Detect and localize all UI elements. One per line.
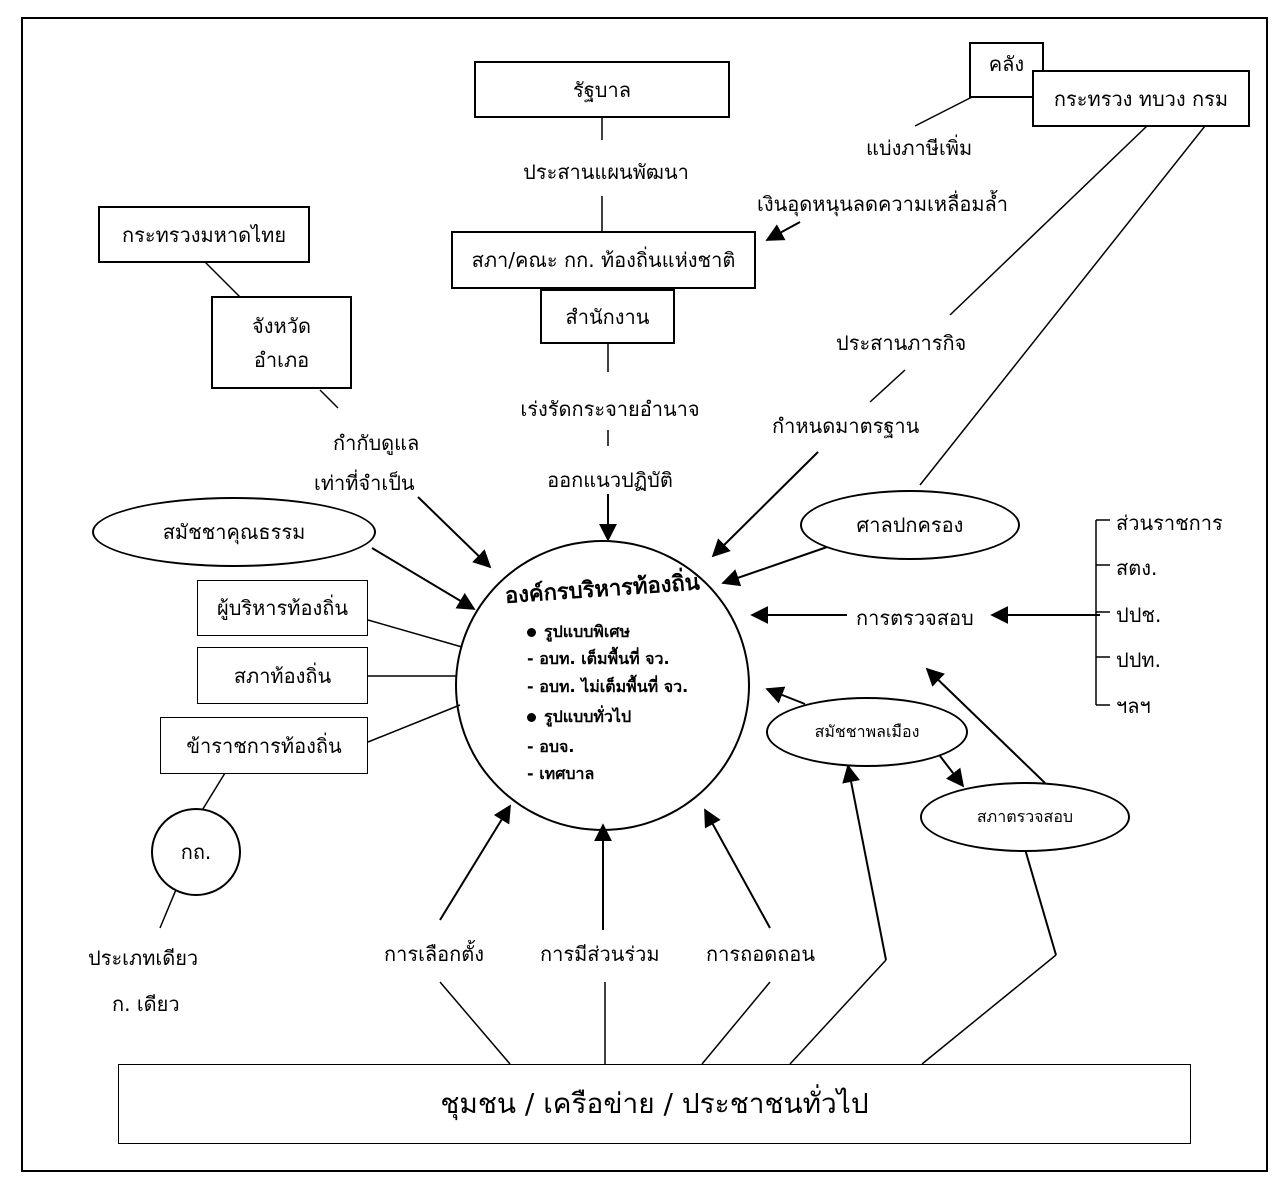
community-audit-line	[921, 954, 1057, 1065]
supervise-label: กำกับดูแล	[333, 431, 420, 455]
moral-assembly-label: สมัชชาคุณธรรม	[162, 520, 306, 544]
civic-assembly-label: สมัชชาพลเมือง	[814, 721, 920, 741]
community-civic-line	[789, 959, 887, 1065]
interior-ministry-box: กระทรวงมหาดไทย	[98, 206, 310, 263]
community-election-line	[439, 981, 511, 1065]
link-officials	[367, 704, 461, 743]
officials-label: ข้าราชการท้องถิ่น	[186, 733, 342, 758]
province-label: จังหวัด	[252, 313, 311, 338]
moral-assembly-oval: สมัชชาคุณธรรม	[92, 497, 376, 567]
audit-agency-item: ส่วนราชการ	[1116, 511, 1223, 535]
single-type-label: ประเภทเดียว	[88, 946, 199, 970]
recall-label: การถอดถอน	[706, 942, 815, 966]
government-label: รัฐบาล	[573, 77, 631, 102]
executive-box: ผู้บริหารท้องถิ่น	[197, 580, 368, 636]
arrow-recall	[704, 808, 771, 929]
ministries-box: กระทรวง ทบวง กรม	[1032, 70, 1250, 127]
national-council-label: สภา/คณะ กก. ท้องถิ่นแห่งชาติ	[471, 248, 736, 272]
arrow-civic-center	[765, 686, 806, 705]
audit-council-oval: สภาตรวจสอบ	[920, 782, 1130, 852]
special-form-heading: รูปแบบพิเศษ	[527, 620, 630, 645]
arrow-supervise	[417, 496, 492, 569]
arrow-moral	[371, 547, 476, 610]
link-executive	[367, 619, 463, 648]
community-box: ชุมชน / เครือข่าย / ประชาชนทั่วไป	[118, 1064, 1191, 1144]
arrow-civic-audit	[939, 755, 965, 788]
office-box: สำนักงาน	[540, 289, 675, 344]
commission-circle: กถ.	[151, 808, 241, 896]
general-form-label: รูปแบบทั่วไป	[544, 707, 632, 726]
treasury-box: คลัง	[969, 42, 1044, 98]
office-label: สำนักงาน	[565, 304, 650, 329]
share-tax-label: แบ่งภาษีเพิ่ม	[866, 136, 973, 160]
audit-council-label: สภาตรวจสอบ	[976, 806, 1074, 826]
bullet-icon	[527, 713, 536, 722]
interior-ministry-label: กระทรวงมหาดไทย	[121, 222, 287, 247]
participation-label: การมีส่วนร่วม	[540, 942, 660, 966]
coordinate-mission-label: ประสานภารกิจ	[836, 331, 967, 355]
officials-box: ข้าราชการท้องถิ่น	[160, 717, 368, 774]
special-form-item: - อบท. เต็มพื้นที่ จว.	[527, 649, 670, 668]
general-form-item: - เทศบาล	[527, 764, 595, 783]
audit-agency-item: ฯลฯ	[1116, 694, 1151, 718]
arrow-standard	[711, 451, 819, 558]
inspection-label: การตรวจสอบ	[856, 606, 974, 630]
local-council-box: สภาท้องถิ่น	[197, 647, 368, 704]
community-recall-line	[701, 981, 771, 1065]
ministry-line-2	[869, 369, 906, 403]
audit-agency-item: สตง.	[1116, 556, 1158, 580]
local-council-label: สภาท้องถิ่น	[233, 663, 332, 688]
audit-agency-item: ปปช.	[1116, 603, 1162, 627]
bullet-icon	[527, 628, 536, 637]
civic-assembly-oval: สมัชชาพลเมือง	[766, 697, 968, 767]
accelerate-label: เร่งรัดกระจายอำนาจ	[520, 397, 700, 421]
arrow-community-audit	[1015, 830, 1057, 956]
ministry-court-line	[919, 125, 1206, 486]
standard-label: กำหนดมาตรฐาน	[772, 414, 920, 438]
local-admin-circle	[455, 540, 750, 831]
general-form-item: - อบจ.	[527, 737, 575, 756]
province-box: จังหวัด อำเภอ	[211, 296, 352, 389]
single-commission-label: ก. เดียว	[112, 992, 180, 1016]
province-link	[319, 389, 339, 409]
ministries-label: กระทรวง ทบวง กรม	[1053, 86, 1229, 111]
arrow-election	[439, 804, 511, 921]
special-form-label: รูปแบบพิเศษ	[544, 622, 631, 641]
as-necessary-label: เท่าที่จำเป็น	[314, 471, 415, 495]
treasury-link-1	[914, 96, 973, 127]
arrow-community-civic	[842, 764, 887, 961]
commission-label: กถ.	[180, 840, 212, 864]
arrow-audit-inspection	[925, 667, 1046, 784]
arrow-subsidy	[765, 221, 801, 241]
interior-province-link	[204, 261, 241, 298]
ministry-line-1	[949, 125, 1148, 316]
general-form-heading: รูปแบบทั่วไป	[527, 705, 631, 730]
audit-agency-item: ปปท.	[1116, 648, 1161, 672]
outer-frame	[21, 17, 1268, 1172]
community-label: ชุมชน / เครือข่าย / ประชาชนทั่วไป	[440, 1087, 869, 1121]
executive-label: ผู้บริหารท้องถิ่น	[216, 596, 349, 620]
election-label: การเลือกตั้ง	[384, 942, 485, 966]
arrow-court	[721, 545, 831, 587]
implement-label: ออกแนวปฏิบัติ	[547, 468, 673, 492]
national-council-box: สภา/คณะ กก. ท้องถิ่นแห่งชาติ	[451, 231, 756, 289]
treasury-label: คลัง	[988, 52, 1025, 76]
admin-court-label: ศาลปกครอง	[856, 513, 964, 537]
coordinate-plan-label: ประสานแผนพัฒนา	[523, 160, 689, 184]
admin-court-oval: ศาลปกครอง	[800, 490, 1020, 560]
special-form-item: - อบท. ไม่เต็มพื้นที่ จว.	[527, 677, 689, 696]
government-box: รัฐบาล	[474, 61, 730, 118]
subsidy-label: เงินอุดหนุนลดความเหลื่อมล้ำ	[757, 192, 1009, 216]
district-label: อำเภอ	[253, 347, 310, 372]
